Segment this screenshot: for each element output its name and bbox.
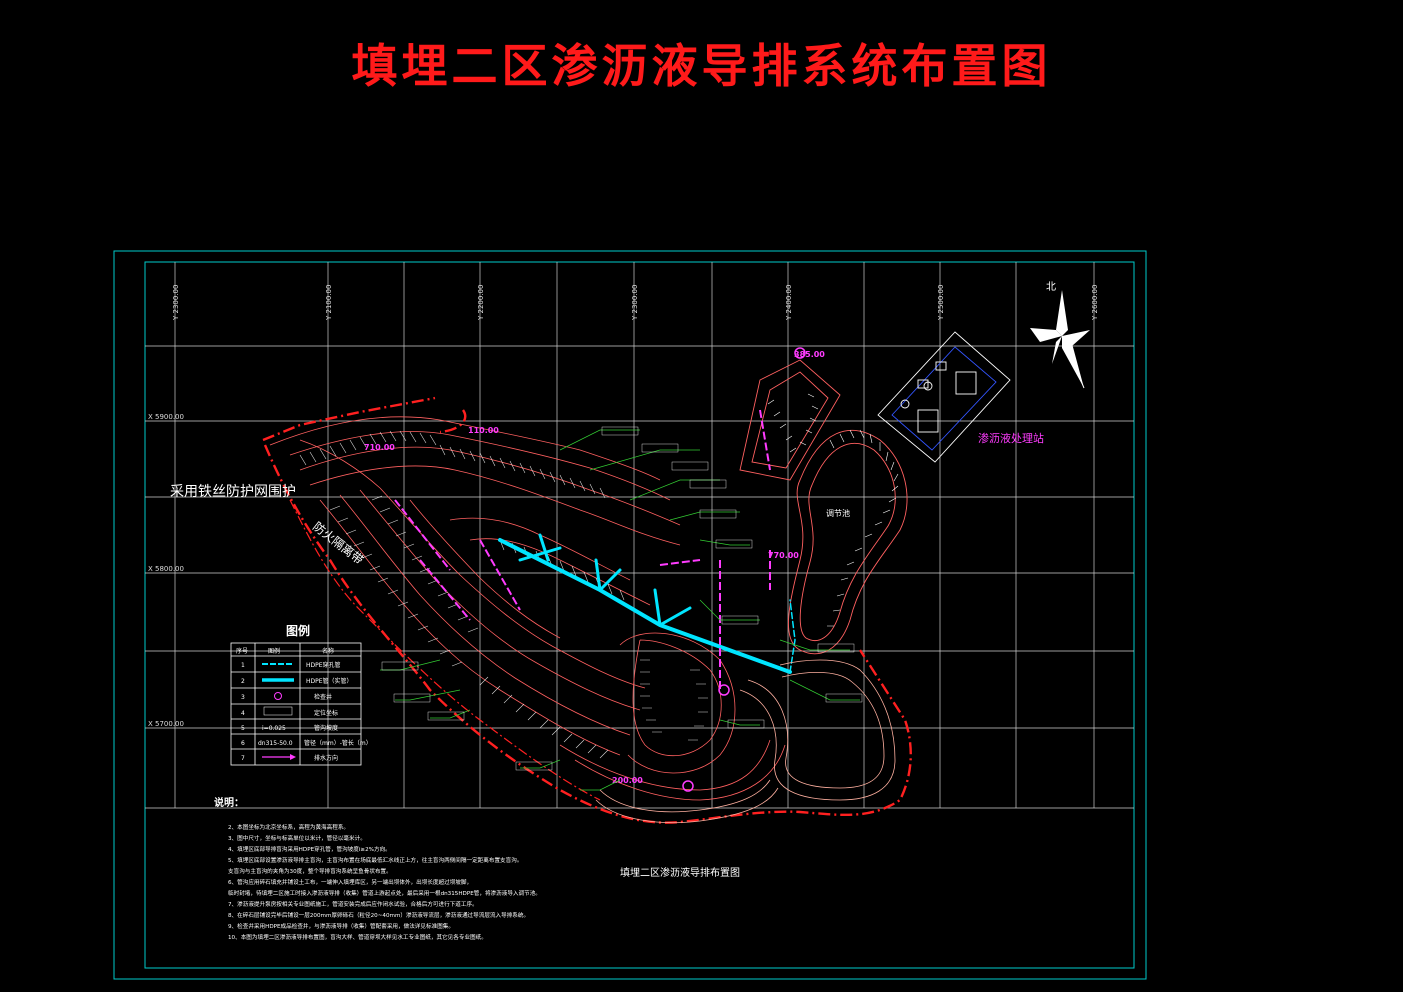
legend-row-name: 定位坐标 [314,709,338,717]
legend-title: 图例 [286,623,310,638]
treatment-station-label: 渗沥液处理站 [978,431,1044,445]
sub-title: 填埋二区渗沥液导排布置图 [620,866,740,879]
legend-symbol-manhole [274,692,282,700]
legend-row-name: 管沟坡度 [314,724,338,732]
slope-hatching [299,430,708,759]
legend-row-name: 检查井 [314,693,332,701]
perforated-pipes [394,409,771,690]
pool-hatching [767,393,899,627]
grid-x-label: Y 2400.00 [785,285,793,321]
legend-row-no: 7 [241,755,245,762]
legend-row-no: 3 [241,694,245,701]
notes-line: 8、在碎石层铺设完毕后铺设一层200mm厚卵砾石（粒径20~40mm）渗沥液导流… [228,911,529,919]
grid-x-label: Y 2200.00 [477,285,485,321]
firebreak-line [289,499,601,801]
fence-note: 采用铁丝防护网围护 [170,484,296,500]
notes-line: 9、检查井采用HDPE成品检查井，与渗沥液导排（收集）管配套采用，做法详见标准图… [228,922,454,930]
grid-y-label: X 5900.00 [148,413,184,421]
notes-line: 4、填埋区底部导排盲沟采用HDPE穿孔管，管沟坡度i≥2%方向。 [228,845,391,853]
legend: 图例 序号 图例 名称 1 HDPE穿孔管 2 HDPE管（实管） 3 检查井 … [230,623,372,766]
legend-header: 序号 [236,647,248,655]
grid-y-label: X 5800.00 [148,565,184,573]
grid-x-label: Y 2300.00 [631,285,639,321]
legend-row-no: 1 [241,662,245,669]
notes-line: 6、管沟应用碎石填充并铺设土工布，一端伸入填埋库区，另一端出坝体外，出坝长度超过… [228,878,472,886]
grid-x-label: Y 2600.00 [1091,285,1099,321]
legend-header: 名称 [322,647,334,655]
elevation-label: 200.00 [612,776,643,785]
legend-row-name: 排水方向 [314,754,338,762]
branch-pipe [653,588,662,627]
legend-row-no: 6 [241,740,245,747]
elevation-label: 110.00 [468,426,499,435]
legend-symbol-flow-arrow [262,754,296,760]
grid-y-label: X 5700.00 [148,720,184,728]
notes-line: 2、本图坐标为北京坐标系，高程为黄海高程系。 [228,823,349,831]
notes-line: 3、图中尺寸，坐标与标高单位以米计，管径以毫米计。 [228,834,366,842]
legend-row-symbol: dn315-50.0 [258,740,293,747]
notes-heading: 说明： [214,796,244,809]
branch-pipe [598,568,622,592]
landfill-boundary [262,396,912,824]
treatment-station [877,331,1011,463]
main-pipe-network [498,533,796,674]
legend-row-name: 管径（mm）-管长（m） [304,739,372,747]
grid-x-label: Y 2500.00 [937,285,945,321]
elevation-label: 385.00 [794,350,825,359]
legend-row-name: HDPE穿孔管 [306,661,341,669]
notes-line: 5、填埋区底部设置渗沥液导排主盲沟，主盲沟布置在场底最低汇水线正上方，往主盲沟两… [228,856,522,864]
inspection-wells [682,347,806,792]
branch-pipe [538,533,550,562]
notes-line: 临时封堵，待填埋二区施工时接入渗沥液导排（收集）管道上游起点处，最后采用一根dn… [228,889,541,897]
design-notes: 说明： 2、本图坐标为北京坐标系，高程为黄海高程系。 3、图中尺寸，坐标与标高单… [214,796,541,941]
outlet-pipe [789,599,796,673]
branch-pipe [594,558,602,592]
regulating-pool [739,359,908,655]
inner-frame [144,261,1135,969]
drawing-title: 填埋二区渗沥液导排系统布置图 [351,39,1052,93]
north-arrow: 北 [1030,281,1090,389]
access-road [595,659,896,824]
outer-frame [113,250,1147,980]
legend-header: 图例 [268,647,280,655]
grid-x-label: Y 2100.00 [325,285,333,321]
branch-pipe [658,606,692,627]
elevation-label: 770.00 [768,551,799,560]
grid-x-label: Y 2300.00 [172,285,180,321]
coordinate-tags [381,426,863,771]
elevation-label: 710.00 [364,443,395,452]
notes-line: 10、本图为填埋二区渗沥液导排布置图，盲沟大样、管道穿坝大样见水工专业图纸，其它… [228,933,487,941]
notes-line: 7、渗沥液提升泵房按相关专业图纸施工，管道安装完成后应作闭水试验，合格后方可进行… [228,900,478,908]
legend-row-symbol: i=0.025 [262,725,286,732]
legend-row-no: 4 [241,710,245,717]
legend-row-no: 5 [241,725,245,732]
branch-pipe [518,546,562,562]
regulating-pool-label: 调节池 [826,508,850,518]
coordinate-grid [145,262,1134,809]
legend-row-name: HDPE管（实管） [306,677,353,685]
annotation-leaders [380,429,860,791]
notes-line: 支盲沟与主盲沟的夹角为30度，整个导排盲沟系统呈鱼骨状布置。 [228,867,392,875]
north-label: 北 [1046,281,1056,293]
main-collector-pipe [498,538,792,674]
legend-symbol-coordinate-tag [263,706,293,716]
legend-row-no: 2 [241,678,245,685]
